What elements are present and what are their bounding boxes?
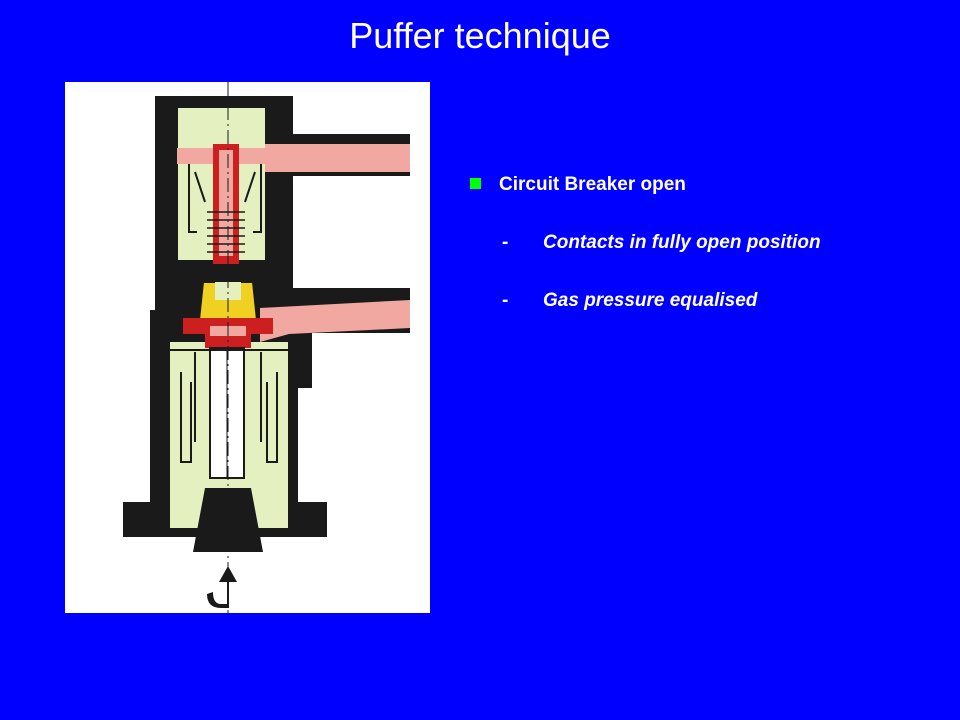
lower-conductor: [260, 300, 410, 342]
sub-bullet-text: Gas pressure equalised: [543, 290, 758, 311]
sub-bullet-contacts: - Contacts in fully open position: [470, 230, 940, 256]
slide-title: Puffer technique: [349, 15, 611, 56]
bullet-main-text: Circuit Breaker open: [499, 174, 686, 195]
sub-bullet-text: Contacts in fully open position: [543, 232, 821, 253]
sub-bullet-gas-pressure: - Gas pressure equalised: [470, 288, 940, 314]
bullet-circuit-breaker-open: Circuit Breaker open: [470, 172, 940, 198]
motion-arrow-icon: [207, 566, 237, 608]
dash-marker: -: [502, 290, 509, 311]
puffer-breaker-diagram: [65, 82, 430, 613]
upper-conductor: [265, 144, 410, 172]
dash-marker: -: [502, 232, 509, 253]
bullet-list: Circuit Breaker open - Contacts in fully…: [470, 172, 940, 314]
square-bullet-icon: [470, 178, 481, 189]
